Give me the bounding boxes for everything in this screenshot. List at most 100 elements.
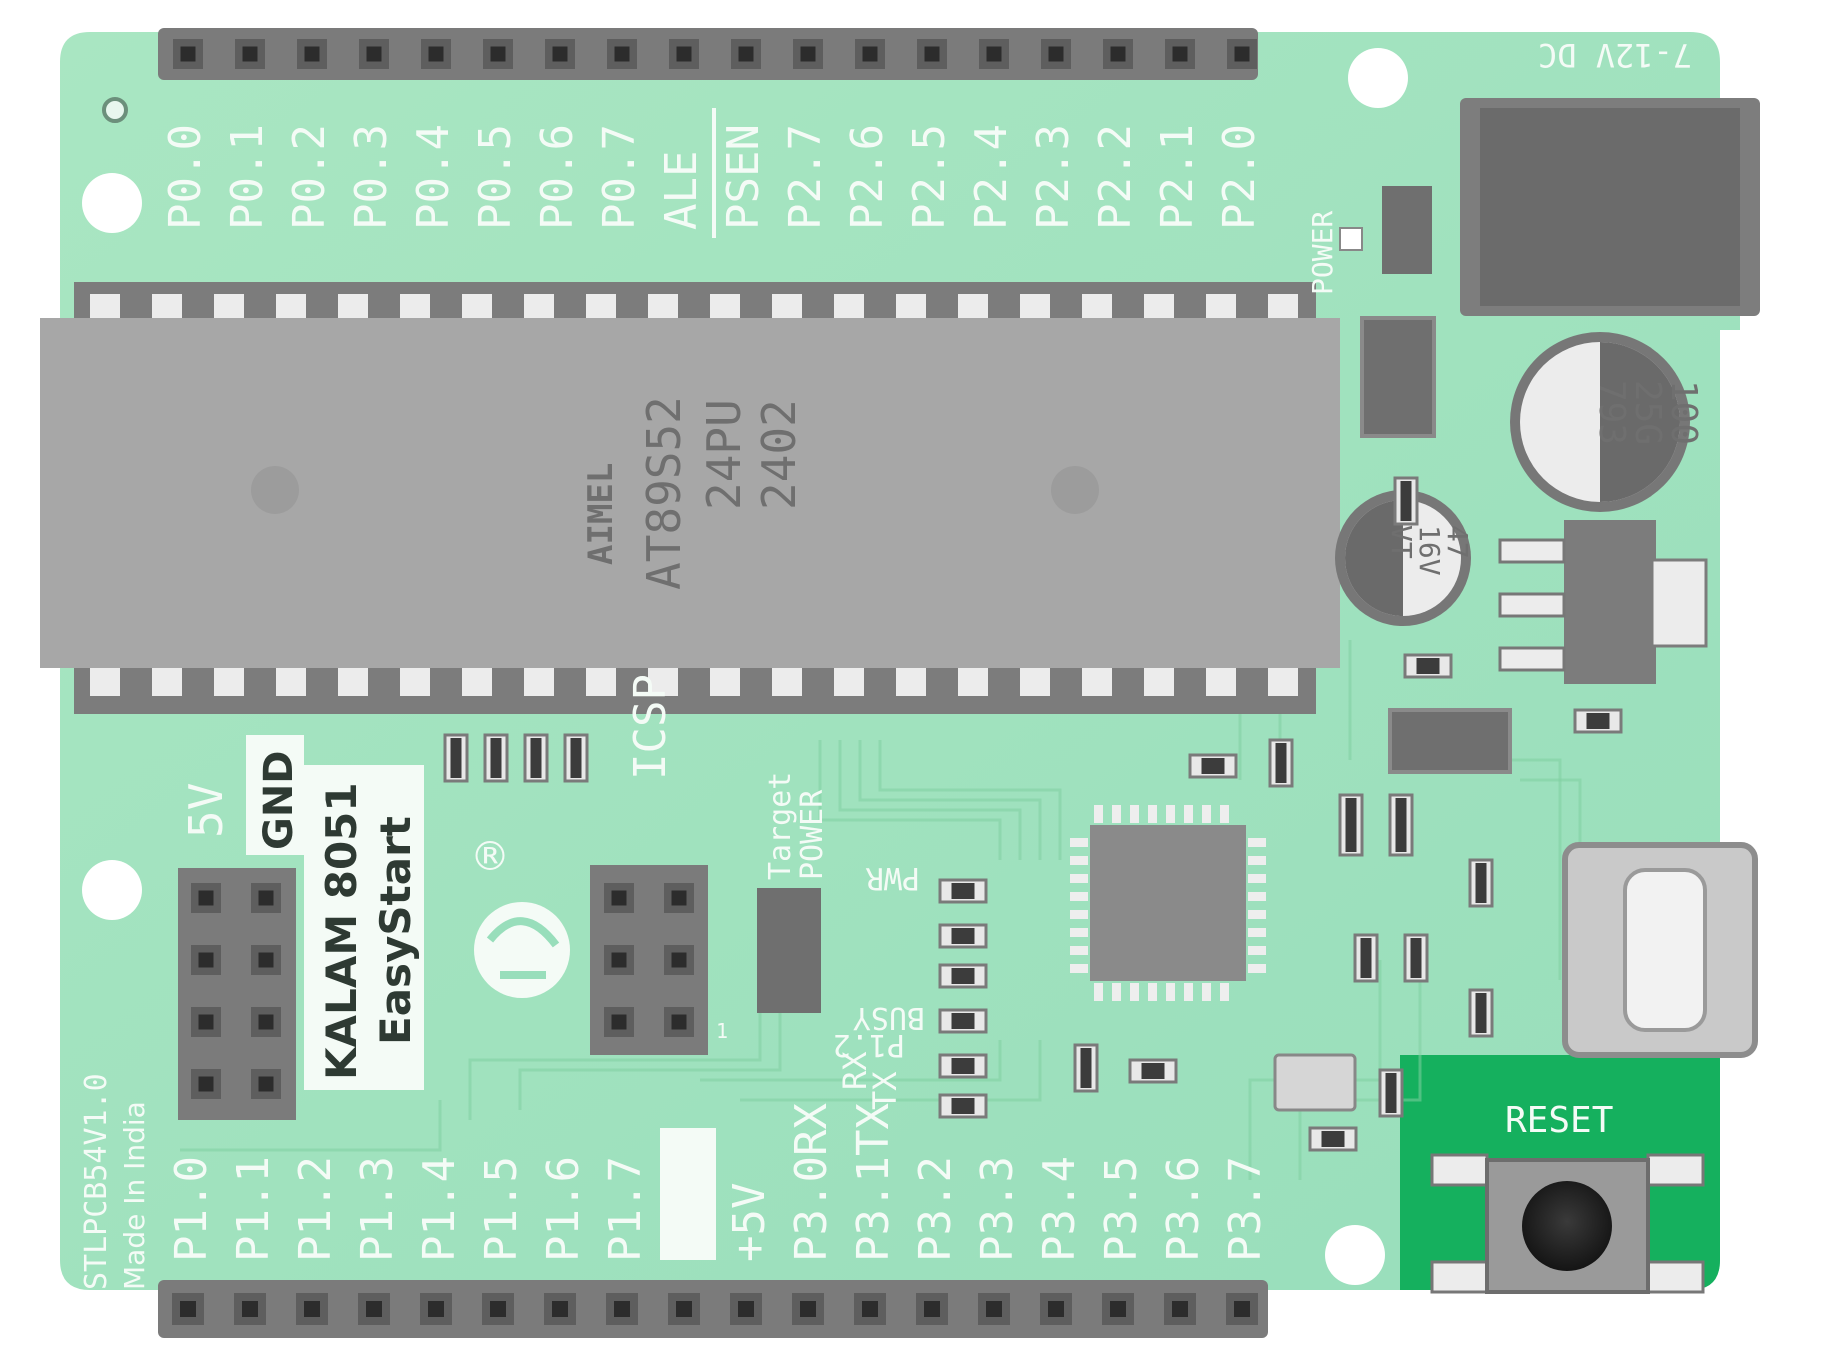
ic-pin [1082,294,1112,322]
top-pin-label: PSEN [718,124,769,230]
top-pin-label: P2.4 [966,124,1017,230]
voltage-regulator [1564,520,1656,684]
cap-small-value: 47 [1441,525,1474,559]
ic-pin [772,294,802,322]
pin-label-group: P2.0 [1214,124,1265,230]
qfp-pin [1094,805,1103,823]
top-pin-label: P0.6 [532,124,583,230]
bottom-pin-label: P3.7 [1220,1156,1271,1262]
crystal-oscillator [1273,1053,1357,1112]
regulator-pin [1498,592,1566,618]
ic-pin [648,668,678,696]
ic-pin [648,294,678,322]
p12-label: P1.2 [833,1027,905,1062]
mounting-hole [82,173,142,233]
bottom-pin-label: P1.3 [352,1156,403,1262]
smd-diode [1360,316,1436,438]
header-pin-core [800,46,816,62]
pin-label-group: P2.2 [1090,124,1141,230]
smd-component-body [1201,758,1225,774]
header-pin-core [986,1301,1002,1317]
reset-button[interactable] [1522,1181,1612,1271]
pin-label-group: P2.7 [780,124,831,230]
smd-component-body [1360,938,1372,978]
ic-pin [896,668,926,696]
fiducial [102,97,128,123]
smd-resistor-array [443,733,589,783]
smd-component-body [1475,993,1487,1033]
header-pin-core [738,46,754,62]
smd-component-body [1586,713,1610,729]
header-pin-core [924,46,940,62]
top-pin-label: P0.2 [284,124,335,230]
qfp-pin [1112,805,1121,823]
header-pin-core [1110,46,1126,62]
pin-label-group: P0.6 [532,124,583,230]
rx-label: RX [836,1051,874,1090]
header-pin-core [180,1301,196,1317]
pin-label-group: PSEN [718,124,769,230]
made-in-label: Made In India [118,1101,151,1290]
ic-pin [834,668,864,696]
header-pin-core [1234,1301,1250,1317]
top-pin-label: P2.2 [1090,124,1141,230]
ic-pin [90,668,120,696]
pwr-led-label: PWR [865,860,920,895]
header-gnd-label: GND [256,750,302,850]
top-pin-label: P0.3 [346,124,397,230]
icsp-header-pins [604,883,694,1037]
smd-component-body [1275,743,1287,783]
reset-pad [1646,1260,1705,1294]
header-pin-core [924,1301,940,1317]
bottom-pin-label: P3.3 [972,1156,1023,1262]
target-power-label-2: POWER [795,789,830,880]
header-pin-core [198,1014,214,1030]
pin-label-group: P3.4 [1034,1156,1085,1262]
port1-port3-labels: P1.0P1.1P1.2P1.3P1.4P1.5P1.6P1.7GND+5VP3… [166,1103,1271,1262]
top-pin-label: P0.4 [408,124,459,230]
header-pin-core [676,1301,692,1317]
header-pin-core [1048,46,1064,62]
qfp-pin [1148,983,1157,1001]
cap-small-voltage: 16V [1413,525,1446,576]
bottom-pin-label: P1.1 [228,1156,279,1262]
header-pin-core [242,46,258,62]
qfp-pin [1070,910,1088,919]
bottom-header-pins [172,1293,1258,1325]
ic-pin [834,294,864,322]
board-id: STLPCB54V1.0 [79,1073,114,1290]
qfp-pin [1248,892,1266,901]
smd-resistor-body [951,1058,975,1074]
regulator-tab [1650,558,1708,648]
qfp-pin [1248,856,1266,865]
ic-pin [1206,294,1236,322]
brand-logo [474,902,570,998]
ic-pin [152,294,182,322]
ic-pin [400,668,430,696]
chip-brand: AIMEL [581,463,621,565]
header-pin-core [676,46,692,62]
ic-pin [958,294,988,322]
pin-label-group: P0.4 [408,124,459,230]
header-pin-core [611,952,627,968]
chip-package: 24PU [697,399,751,510]
bottom-pin-label: P3.2 [910,1156,961,1262]
top-pin-label: P2.1 [1152,124,1203,230]
qfp-pin [1070,946,1088,955]
product-label-box [304,765,424,1090]
regulator-pin [1498,538,1566,564]
smd-component-body [1141,1063,1165,1079]
header-5v-label: 5V [179,783,233,838]
smd-resistor-body [951,928,975,944]
qfp-pin [1094,983,1103,1001]
smd-resistor-body [570,738,582,778]
power-header-pins [191,883,281,1099]
smd-inductor [1382,186,1432,274]
bottom-pin-label: P3.0RX [786,1103,837,1262]
top-header-pins [173,39,1257,69]
smd-led-resistor-array [938,878,988,1119]
ic-pin [462,294,492,322]
programmer-chip [1090,825,1246,981]
tx-label: TX [866,1071,904,1110]
